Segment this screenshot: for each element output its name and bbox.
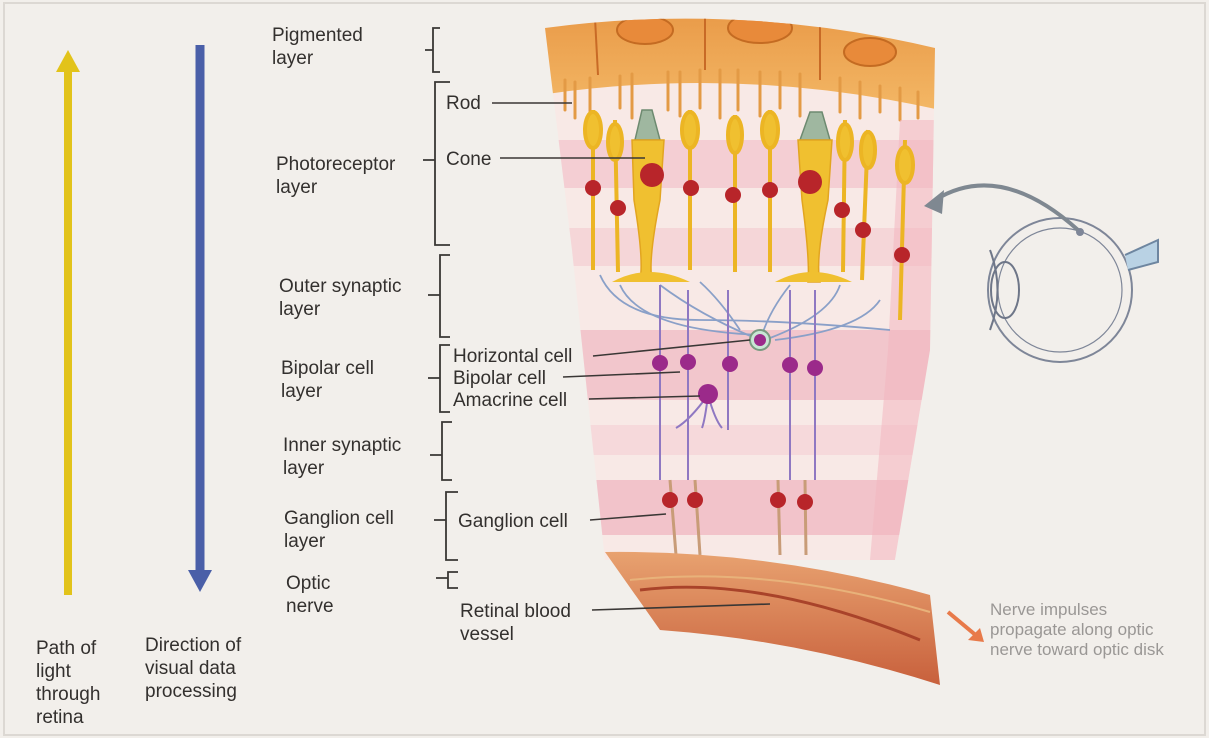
processing-direction-label: Direction of visual data processing (145, 634, 270, 703)
cell-label-bipolar: Bipolar cell (453, 367, 546, 390)
cell-label-horizontal: Horizontal cell (453, 345, 572, 368)
processing-direction-arrow (188, 45, 212, 592)
eye-diagram (988, 218, 1158, 362)
bracket-bipolar (428, 345, 450, 412)
cell-label-ganglion: Ganglion cell (458, 510, 568, 533)
light-path-label: Path of light through retina (36, 637, 126, 729)
retina-tissue (540, 10, 940, 685)
layer-label-optic-nerve: Optic nerve (286, 572, 356, 618)
optic-nerve-layer (605, 552, 940, 685)
bracket-ganglion (434, 492, 458, 560)
nerve-impulse-note: Nerve impulses propagate along optic ner… (990, 600, 1168, 660)
bracket-outer-synaptic (428, 255, 450, 337)
layer-label-bipolar: Bipolar cell layer (281, 357, 396, 403)
eye-pointer-arrow (935, 185, 1078, 230)
layer-label-photoreceptor: Photoreceptor layer (276, 153, 421, 199)
layer-label-outer-synaptic: Outer synaptic layer (279, 275, 424, 321)
cell-label-vessel: Retinal blood vessel (460, 600, 590, 646)
nerve-impulse-arrow (948, 612, 978, 637)
light-path-arrow (56, 50, 80, 595)
bracket-inner-synaptic (430, 422, 452, 480)
bracket-pigmented (425, 28, 440, 72)
bracket-optic-nerve (436, 572, 458, 588)
band-outer-synaptic (540, 228, 940, 266)
cell-label-rod: Rod (446, 92, 481, 115)
layer-label-pigmented: Pigmented layer (272, 24, 382, 70)
cell-label-cone: Cone (446, 148, 491, 171)
layer-label-inner-synaptic: Inner synaptic layer (283, 434, 428, 480)
layer-label-ganglion: Ganglion cell layer (284, 507, 424, 553)
cell-label-amacrine: Amacrine cell (453, 389, 567, 412)
